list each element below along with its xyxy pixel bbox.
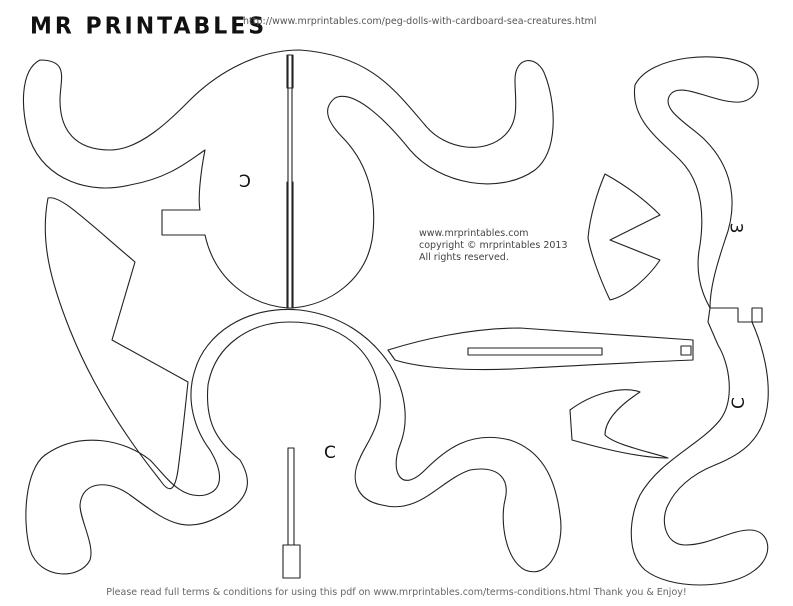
copyright-line-year: copyright © mrprintables 2013 [419,240,568,251]
copyright-line-site: www.mrprintables.com [419,228,529,239]
copyright-notice: www.mrprintables.com copyright © mrprint… [419,228,568,264]
label-c-bottom: C [324,443,336,463]
fish-slot [467,347,603,356]
label-c-top: C [239,172,251,192]
fin-piece-left [44,197,189,490]
octopus-top-outline [22,49,554,309]
source-url[interactable]: http://www.mrprintables.com/peg-dolls-wi… [243,16,597,27]
octopus-bottom-outline [25,308,562,575]
claw-piece-bottom [569,389,669,459]
claw-piece-top [587,173,661,301]
label-c-right: C [728,397,749,409]
footer-terms: Please read full terms & conditions for … [106,587,687,598]
fish-tab [680,345,692,356]
fish-body-piece [387,327,694,371]
eel-piece-right [630,56,769,586]
copyright-line-rights: All rights reserved. [419,252,509,263]
label-3-right: 3 [725,222,746,234]
brand-logo: MR PRINTABLES [30,13,268,40]
